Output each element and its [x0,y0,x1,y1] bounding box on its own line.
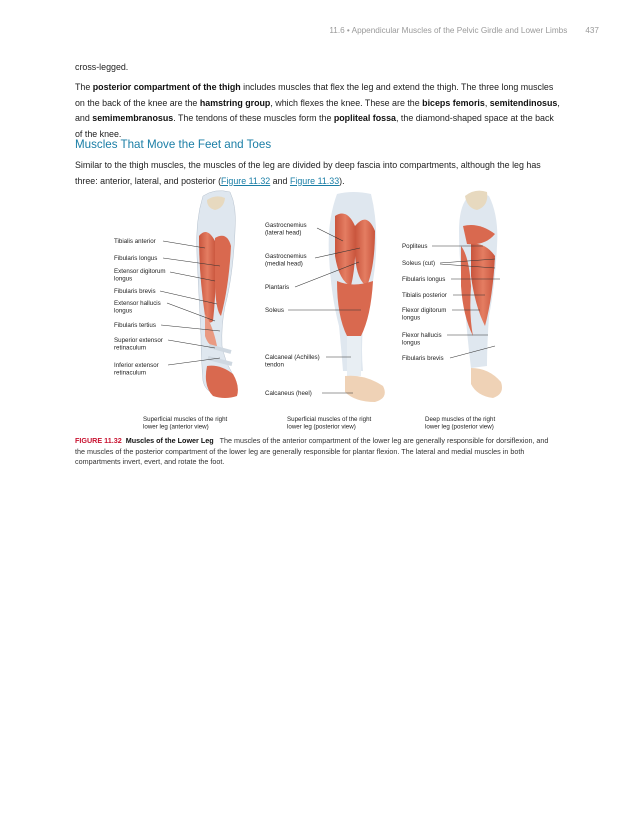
label-soleus-cut: Soleus (cut) [402,260,435,267]
anterior-leg-illustration [196,190,238,398]
figure-label: FIGURE 11.32 [75,436,122,445]
page-number: 437 [585,26,599,35]
anterior-labels: Tibialis anterior Fibularis longus Exten… [114,238,221,377]
figure-11-33-link[interactable]: Figure 11.33 [289,175,340,186]
label-fibularis-longus: Fibularis longus [114,255,157,262]
running-header: 11.6 • Appendicular Muscles of the Pelvi… [329,26,599,35]
figure-11-32-link[interactable]: Figure 11.32 [221,175,271,186]
label-plantaris: Plantaris [265,284,289,291]
posterior-deep-leg-illustration [459,190,502,398]
running-title: 11.6 • Appendicular Muscles of the Pelvi… [329,26,568,35]
intro-fragment: cross-legged. [75,62,129,72]
term-semitendinosus: semitendinosus [489,97,558,108]
term-hamstring-group: hamstring group [199,97,271,108]
label-fibularis-brevis: Fibularis brevis [114,288,156,295]
figure-title: Muscles of the Lower Leg [125,436,214,445]
section-heading: Muscles That Move the Feet and Toes [75,138,272,151]
posterior-thigh-paragraph: The posterior compartment of the thigh i… [75,82,560,139]
term-posterior-compartment: posterior compartment of the thigh [92,82,241,92]
label-fibularis-longus-deep: Fibularis longus [402,276,445,283]
lower-leg-muscles-figure: Tibialis anterior Fibularis longus Exten… [114,190,502,431]
label-fibularis-tertius: Fibularis tertius [114,322,156,329]
term-biceps-femoris: biceps femoris [422,97,485,108]
label-popliteus: Popliteus [402,243,427,250]
posterior-superficial-leg-illustration [328,192,385,402]
label-tibialis-posterior: Tibialis posterior [402,292,447,299]
label-calcaneal-tendon: Calcaneal (Achilles)tendon [265,354,320,369]
label-calcaneus: Calcaneus (heel) [265,390,312,397]
posterior-deep-labels: Popliteus Soleus (cut) Fibularis longus … [402,243,500,362]
term-semimembranosus: semimembranosus [92,113,174,124]
label-gastrocnemius-medial: Gastrocnemius(medial head) [265,253,307,268]
leg-compartments-paragraph: Similar to the thigh muscles, the muscle… [75,160,541,186]
label-soleus: Soleus [265,307,284,314]
term-popliteal-fossa: popliteal fossa [333,113,396,124]
label-fibularis-brevis-deep: Fibularis brevis [402,355,444,362]
figure-caption-text: The muscles of the anterior compartment … [75,436,549,467]
label-tibialis-anterior: Tibialis anterior [114,238,156,245]
posterior-superficial-labels: Gastrocnemius(lateral head) Gastrocnemiu… [265,222,361,397]
label-gastrocnemius-lateral: Gastrocnemius(lateral head) [265,222,307,237]
